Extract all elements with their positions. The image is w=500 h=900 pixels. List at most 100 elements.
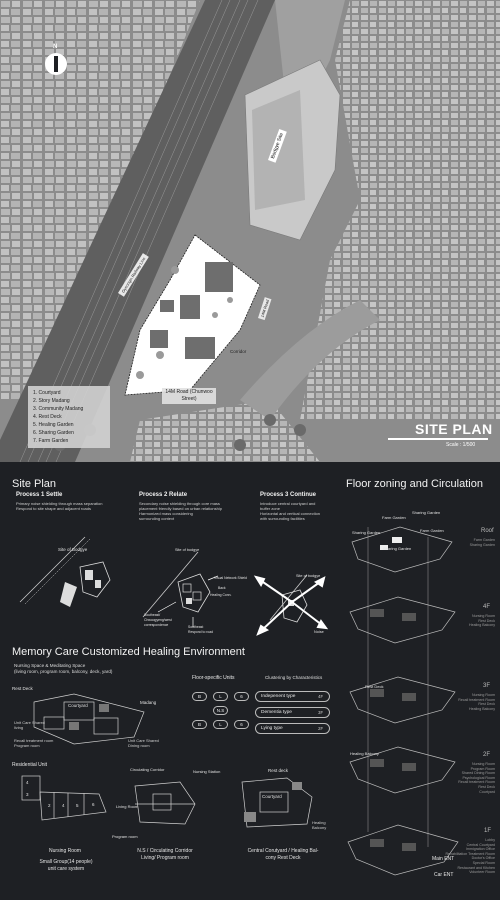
- p2-label: Back: [218, 586, 226, 590]
- floor-desc-line: Nursing Room: [472, 693, 495, 697]
- cluster-label: Indepenent type: [261, 694, 296, 699]
- caption-line: Living/ Program room: [141, 854, 189, 861]
- unit-pill: 6: [234, 720, 249, 729]
- car-ent-label: Car ENT: [434, 872, 454, 878]
- unit-pill: L: [213, 720, 228, 729]
- rest-deck-label: Rest Deck: [365, 684, 384, 689]
- memory-section-title: Memory Care Customized Healing Environme…: [12, 646, 245, 658]
- desc-line: Respond to site shape and adjacent roads: [16, 506, 91, 511]
- cluster-tag: 4F: [318, 694, 323, 699]
- p2-label: Southeast/: [144, 613, 161, 617]
- floor-desc-3f: Nursing Room Recall treatment Room Rest …: [458, 693, 495, 711]
- corridor-label: Living Room: [116, 804, 139, 809]
- unit-pill: B: [192, 720, 207, 729]
- floor-units-title: Floor-specific Units: [192, 675, 235, 681]
- legend-item: 7. Farm Garden: [33, 438, 69, 444]
- nursing-plan-diagram: [33, 693, 145, 745]
- process-2-title: Process 2 Relate: [139, 492, 188, 498]
- caption-line: (living room, program room, balcony, dec…: [14, 669, 113, 674]
- compass-icon: [45, 53, 67, 75]
- process-1-title: Process 1 Settle: [16, 492, 63, 498]
- floor-desc-line: Recall treatment Room: [458, 697, 495, 702]
- road-label: 14M Road (Chunwoo Street): [162, 388, 216, 404]
- caption-line: cony Rest Deck: [265, 854, 301, 861]
- floor-desc-1f: Lobby Central Courtyard Immigration Offi…: [445, 838, 495, 875]
- cluster-item: Dementia type 3F: [255, 707, 330, 718]
- process-2-diagram: [142, 551, 219, 627]
- process-2-desc: Secondary noise shielding through core m…: [139, 501, 222, 521]
- courtyard-label: Healing Balcony: [312, 820, 327, 830]
- healing-balcony-label: Healing Balcony: [350, 751, 379, 756]
- sharing-garden-label: Sharing Garden: [383, 546, 412, 551]
- caption-line: Central Corutyard / Healing Bal-: [247, 848, 319, 854]
- floor-desc-line: Nursing Room: [472, 614, 495, 618]
- desc-line: Primary noise shielding through mass sep…: [16, 501, 103, 506]
- cluster-label: Dementia type: [261, 710, 292, 715]
- courtyard-label: Courtyard: [262, 794, 282, 799]
- floor-desc-line: Healing Balcony: [469, 706, 495, 711]
- farm-garden-label: Farm Garden: [420, 528, 444, 533]
- cluster-item: Indepenent type 4F: [255, 691, 330, 702]
- legend-item: 5. Healing Garden: [33, 422, 74, 428]
- corridor-diagram: [134, 781, 196, 825]
- plan-label: Courtyard: [68, 703, 88, 708]
- floor-desc-line: Volunteer Room: [469, 870, 495, 875]
- site-legend: 1. Courtyard 2. Story Madang 3. Communit…: [28, 386, 110, 448]
- floor-desc-line: Restaurant and Kitchen: [457, 865, 495, 870]
- floor-desc-line: Immigration Office: [465, 847, 495, 852]
- p3-label: Site of bodgye: [296, 574, 321, 578]
- diagram-panel: Site Plan Process 1 Settle Primary noise…: [0, 462, 500, 900]
- desc-line: Horizontal and vertical connection: [260, 511, 321, 516]
- site-map-graphic: [0, 0, 500, 462]
- process-1-diagram: [19, 536, 111, 607]
- plan-label: Unit Care Shared Dining room: [128, 738, 159, 748]
- process-1-desc: Primary noise shielding through mass sep…: [16, 501, 103, 511]
- cluster-label: Lying type: [261, 726, 283, 731]
- floor-desc-line: Farm Garden: [473, 538, 495, 542]
- legend-item: 6. Sharing Garden: [33, 430, 74, 436]
- floor-desc-roof: Farm Garden Sharing Garden: [470, 538, 495, 547]
- p3-label: Noise: [314, 630, 324, 634]
- desc-line: Harmonized mass considering: [139, 511, 193, 516]
- floor-desc-line: Rest Deck: [478, 618, 495, 623]
- corridor-label: Corridor: [230, 349, 247, 354]
- floor-label-2f: 2F: [483, 752, 491, 758]
- p2-label: Respond to road: [188, 630, 214, 634]
- legend-item: 4. Rest Deck: [33, 414, 62, 420]
- floor-desc-line: Nursing Room: [472, 762, 495, 766]
- residential-caption: Nursing Room: [49, 848, 81, 854]
- floor-desc-line: Rest Deck: [478, 702, 495, 707]
- unit-num: 4: [62, 803, 65, 808]
- p2-label: Site of bodgye: [175, 548, 200, 552]
- cluster-item: Lying type 2F: [255, 723, 330, 734]
- floor-desc-line: Courtyard: [479, 789, 495, 794]
- unit-pill: 6: [234, 692, 249, 701]
- caption-line: Small Group(14 people): [39, 859, 93, 865]
- clustering-title: Clustering by Characteristics: [265, 675, 323, 680]
- sharing-garden-label: Sharing Garden: [412, 510, 441, 515]
- legend-item: 1. Courtyard: [33, 390, 61, 396]
- plan-label: Madang: [140, 700, 157, 705]
- p2-label: Southeast: [188, 625, 204, 629]
- floor-desc-line: Central Courtyard: [466, 842, 495, 847]
- corridor-label: Circulating Corridor: [130, 767, 165, 772]
- process-3-diagram: [253, 574, 329, 636]
- floor-section-title: Floor zoning and Circulation: [346, 478, 483, 490]
- corridor-caption: N.S / Circulating Corridor Living/ Progr…: [120, 848, 210, 861]
- floor-stack-diagram: [347, 526, 459, 876]
- floor-label-3f: 3F: [483, 683, 491, 689]
- residential-title: Residential Unit: [12, 762, 48, 768]
- floor-desc-line: Doctor's Office: [471, 856, 495, 861]
- plan-label: Unit Care Shared living: [14, 720, 45, 730]
- cluster-tag: 2F: [318, 726, 323, 731]
- unit-pill: L: [213, 692, 228, 701]
- courtyard-label: Rest deck: [268, 768, 289, 773]
- courtyard-caption: Central Corutyard / Healing Bal- cony Re…: [228, 848, 338, 861]
- sharing-garden-label: Sharing Garden: [352, 530, 381, 535]
- floor-desc-line: Shared Dining Room: [461, 771, 495, 776]
- desc-line: buffer zone: [260, 506, 280, 511]
- residential-caption-2: Small Group(14 people) unit care system: [28, 859, 104, 872]
- unit-num: 3: [26, 792, 29, 797]
- p2-label: Visual Network Shield: [214, 576, 247, 580]
- cluster-tag: 3F: [318, 710, 323, 715]
